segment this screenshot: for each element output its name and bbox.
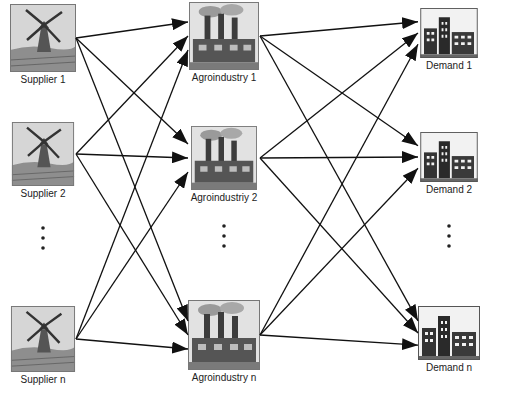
ellipsis-dot bbox=[222, 244, 226, 248]
node-box: Demand 1 bbox=[418, 8, 480, 72]
city-picture bbox=[418, 306, 480, 360]
node-label: Demand n bbox=[418, 360, 480, 374]
ellipsis-dot bbox=[222, 234, 226, 238]
ellipsis-dot bbox=[41, 246, 45, 250]
node-box: Supplier 1 bbox=[10, 4, 76, 86]
supplier-picture bbox=[11, 306, 75, 372]
flow-arrow bbox=[76, 154, 188, 335]
ellipsis-dot bbox=[447, 244, 451, 248]
flow-arrow bbox=[76, 38, 188, 321]
flow-arrow bbox=[260, 44, 418, 335]
node-label: Demand 2 bbox=[418, 182, 480, 196]
city-picture bbox=[420, 8, 477, 58]
flow-arrow bbox=[260, 22, 418, 36]
node-box: Supplier 2 bbox=[10, 122, 76, 200]
ellipsis-dots bbox=[41, 224, 451, 250]
node-box: Demand n bbox=[418, 306, 480, 374]
flow-arrow bbox=[76, 172, 188, 339]
supplier-picture bbox=[12, 122, 74, 186]
node-box: Supplier n bbox=[10, 306, 76, 386]
node-label: Agroindustry n bbox=[188, 370, 260, 384]
flow-arrow bbox=[260, 36, 418, 321]
flow-arrow bbox=[76, 339, 188, 349]
flow-arrow bbox=[76, 22, 188, 38]
node-box: Demand 2 bbox=[418, 132, 480, 196]
ellipsis-dot bbox=[222, 224, 226, 228]
flow-arrow bbox=[260, 335, 418, 345]
ellipsis-dot bbox=[447, 224, 451, 228]
node-box: Agroindustry n bbox=[188, 300, 260, 384]
factory-picture bbox=[189, 2, 259, 70]
node-label: Agroindustriy 2 bbox=[188, 190, 260, 204]
node-box: Agroindustry 1 bbox=[188, 2, 260, 84]
node-label: Supplier 2 bbox=[10, 186, 76, 200]
node-label: Supplier n bbox=[10, 372, 76, 386]
flow-arrow bbox=[76, 50, 188, 339]
ellipsis-dot bbox=[41, 226, 45, 230]
node-label: Demand 1 bbox=[418, 58, 480, 72]
factory-picture bbox=[191, 126, 257, 190]
flow-arrow bbox=[260, 157, 418, 158]
node-box: Agroindustriy 2 bbox=[188, 126, 260, 204]
ellipsis-dot bbox=[41, 236, 45, 240]
flow-arrow bbox=[260, 168, 418, 335]
supplier-picture bbox=[10, 4, 76, 72]
city-picture bbox=[420, 132, 477, 182]
flow-arrow bbox=[260, 158, 418, 333]
node-label: Supplier 1 bbox=[10, 72, 76, 86]
factory-picture bbox=[188, 300, 260, 370]
ellipsis-dot bbox=[447, 234, 451, 238]
flow-arrow bbox=[76, 154, 188, 158]
flow-arrow bbox=[260, 33, 418, 158]
node-label: Agroindustry 1 bbox=[188, 70, 260, 84]
